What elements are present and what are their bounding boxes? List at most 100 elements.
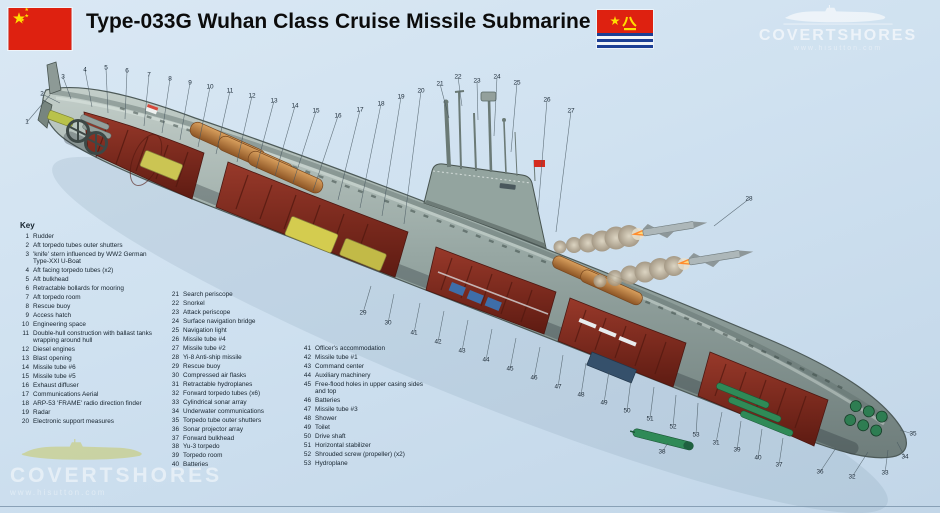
yu-3-torpedo [629,428,694,451]
legend-item-label: Radar [33,408,51,416]
casing-top-edge [51,89,890,423]
legend-item-label: Missile tube #5 [33,372,76,380]
callout-number-44: 44 [482,356,490,364]
callout-number-14: 14 [291,102,299,110]
legend-item-number: 18 [21,399,29,407]
callout-number-5: 5 [104,64,108,72]
cutaway-command-center [425,246,557,335]
plan-flag-emblem [610,16,637,31]
legend-item-number: 26 [171,335,179,343]
legend-item-label: Underwater communications [183,407,264,415]
legend-item-number: 41 [303,345,311,352]
legend-item-label: Aft bulkhead [33,276,69,284]
callout-number-16: 16 [334,112,342,120]
legend-item-number: 33 [171,398,179,406]
legend-item-number: 52 [303,450,311,458]
legend-item-number: 13 [21,354,29,362]
console [484,297,502,311]
snorkel-mast [444,103,451,168]
legend-item-label: Missile tube #4 [183,335,226,343]
bridge-windows [499,183,516,190]
sail [423,163,547,249]
legend-item-number: 31 [171,380,179,388]
diesel-engine [284,216,339,254]
legend-item-label: Forward bulkhead [183,434,235,442]
legend-item-number: 14 [21,363,29,371]
callout-number-46: 46 [530,374,538,382]
cutaway-engine-room [215,161,409,278]
legend-item-number: 9 [25,311,29,319]
legend-item-number: 7 [25,293,29,301]
callout-number-13: 13 [270,97,278,105]
key-heading: Key [20,221,35,230]
console [466,289,484,304]
legend-item-number: 11 [22,329,29,337]
legend-item-label: Aft torpedo tubes outer shutters [33,241,123,249]
callout-number-37: 37 [775,461,783,469]
callout-number-38: 38 [658,448,666,456]
callout-number-20: 20 [417,87,425,95]
legend-item-number: 24 [171,317,179,325]
legend-item-label: Torpedo room [183,452,223,460]
callout-number-19: 19 [397,93,405,101]
callout-number-51: 51 [646,415,654,423]
torpedo [740,410,794,437]
legend-item-label: Free-flood holes in upper casing sides a… [315,380,423,396]
stern-skeg [37,99,53,129]
legend-item-number: 3 [25,250,29,258]
casing-highlight [55,96,885,426]
legend-item-number: 38 [171,443,179,451]
legend-item-label: Exhaust diffuser [33,381,79,389]
missile-exhaust-smoke [553,225,684,288]
legend-item-label: Diesel engines [33,346,75,353]
battery-bank [586,351,637,384]
bottom-border-line [0,506,940,507]
legend-item-number: 10 [21,320,29,328]
legend-item-number: 43 [303,362,311,370]
callout-number-9: 9 [188,79,192,87]
callout-number-41: 41 [410,329,418,337]
covertshores-watermark: COVERTSHORES www.hisutton.com [10,439,219,497]
legend-item-label: Officer's accommodation [315,345,386,352]
legend-item: 3'knife' stern influenced by WW2 German … [18,251,160,265]
legend-item-number: 25 [171,326,179,334]
page-title: Type-033G Wuhan Class Cruise Missile Sub… [86,10,591,33]
legend-item-label: Horizontal stabilizer [315,441,371,449]
legend-item-label: Rescue buoy [33,302,71,310]
esm-mast [503,121,507,175]
sail-flag [534,160,545,167]
painted-hull-flag [145,104,159,115]
legend-item-number: 42 [303,353,311,361]
callout-number-30: 30 [384,319,392,327]
forward-torpedo-tubes [844,400,888,437]
legend-item-number: 49 [303,423,311,431]
bunk [598,327,617,338]
legend-item-label: Blast opening [33,354,72,362]
legend-item-label: Auxiliary machinery [315,371,371,379]
callout-number-31: 31 [712,439,720,447]
stern-gear [37,61,108,155]
legend-item-label: Torpedo tube outer shutters [183,416,262,424]
cutaway-forward-torpedo-room [697,351,829,447]
callout-number-35: 35 [909,430,917,438]
